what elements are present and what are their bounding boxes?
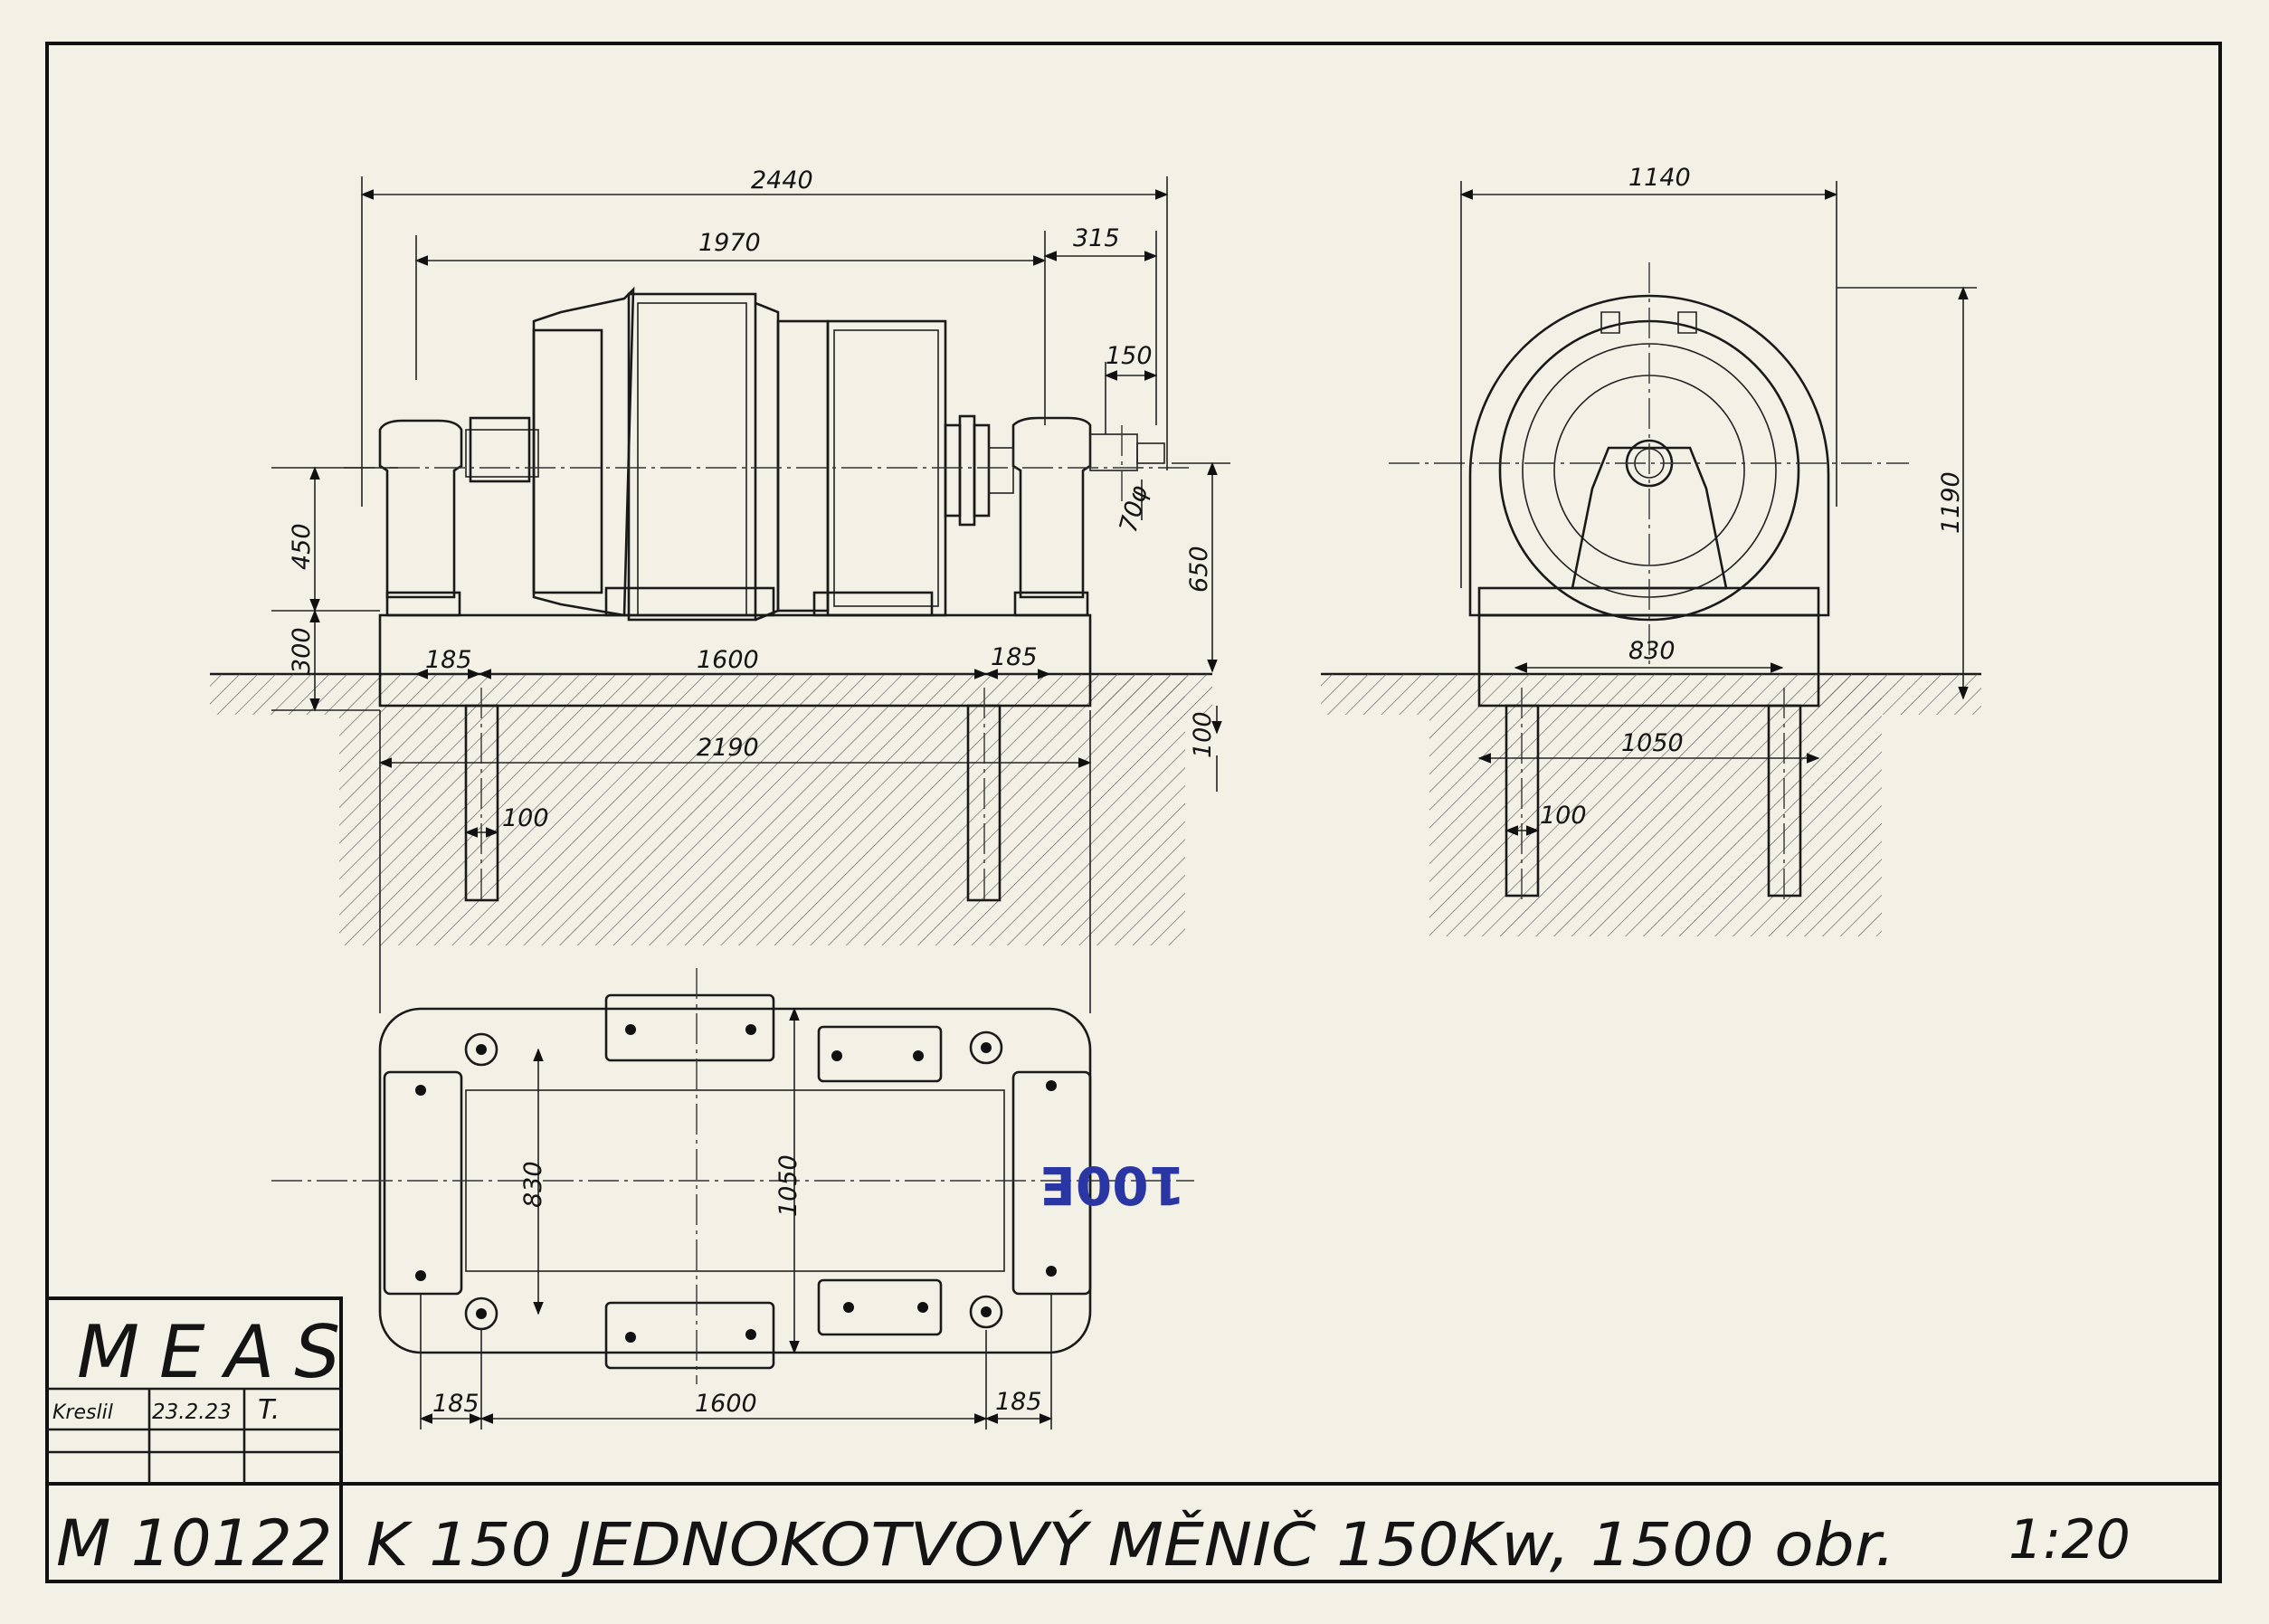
- dim-150: 150: [1106, 342, 1153, 370]
- dim-plan-185-right: 185: [995, 1388, 1042, 1416]
- dim-1600: 1600: [697, 646, 759, 674]
- side-view: 2440 1970 315 150 70φ 450 300 650 100 18…: [210, 166, 1230, 945]
- end-housing-outer: [1468, 294, 1830, 617]
- anchor-bolts: [415, 1024, 1057, 1343]
- dim-plan-1600: 1600: [695, 1390, 757, 1418]
- bearing-pedestal-right: [1011, 416, 1092, 599]
- soil-hatch-strip-right: [1090, 674, 1212, 715]
- drawing-number: M 10122: [56, 1506, 332, 1581]
- plan-view: 830 1050 185 1600 185: [271, 710, 1194, 1429]
- slip-ring-3: [973, 423, 991, 518]
- title-block: MEAS Kreslil 23.2.23 T. M 10122 K 150 JE…: [45, 1296, 2220, 1583]
- dim-185-left: 185: [425, 646, 472, 674]
- dim-end-830: 830: [1628, 637, 1676, 665]
- drawn-by-label: Kreslil: [52, 1401, 113, 1424]
- slip-ring-2: [958, 414, 976, 527]
- dim-end-1050: 1050: [1621, 729, 1684, 757]
- drawn-date: 23.2.23: [152, 1401, 232, 1424]
- drawing-frame: [45, 42, 2222, 1583]
- dim-end-pin-100: 100: [1540, 802, 1587, 830]
- drawn-initials: T.: [258, 1394, 280, 1426]
- rotor-main: [627, 292, 757, 622]
- stator-second: [776, 319, 830, 613]
- coupling-left: [469, 416, 531, 483]
- dim-450: 450: [288, 523, 316, 570]
- dim-plan-185-left: 185: [432, 1390, 479, 1418]
- dim-100-below: 100: [1189, 711, 1217, 758]
- dim-2440: 2440: [751, 166, 813, 195]
- soil-hatch-strip-left: [210, 674, 339, 715]
- drawing-title: K 150 JEDNOKOTVOVÝ MĚNIČ 150Kw, 1500 obr…: [366, 1509, 1895, 1580]
- dim-185-right: 185: [991, 643, 1038, 671]
- dim-650: 650: [1185, 546, 1213, 593]
- dim-1190: 1190: [1937, 471, 1965, 534]
- end-view: 1140 1190 830 1050 100: [1321, 164, 1981, 936]
- drawing-scale: 1:20: [2008, 1508, 2131, 1572]
- dim-plan-1050: 1050: [774, 1154, 802, 1217]
- company-name: MEAS: [77, 1310, 360, 1394]
- dim-1140: 1140: [1628, 164, 1691, 192]
- dim-pin-100: 100: [502, 804, 549, 832]
- inspection-stamp: 100E: [1040, 1154, 1185, 1216]
- motor-housing-left: [532, 286, 635, 617]
- dim-1970: 1970: [698, 229, 761, 257]
- svg-text:100E: 100E: [1040, 1154, 1185, 1216]
- soil-hatch-right: [1429, 674, 1882, 936]
- dim-plan-830: 830: [519, 1161, 547, 1208]
- dim-2190: 2190: [697, 734, 759, 762]
- dim-315: 315: [1073, 224, 1120, 252]
- dim-70-phi: 70φ: [1115, 482, 1153, 536]
- dim-300: 300: [288, 627, 316, 674]
- slip-ring-1: [944, 423, 962, 518]
- bearing-pedestal-left: [378, 419, 463, 599]
